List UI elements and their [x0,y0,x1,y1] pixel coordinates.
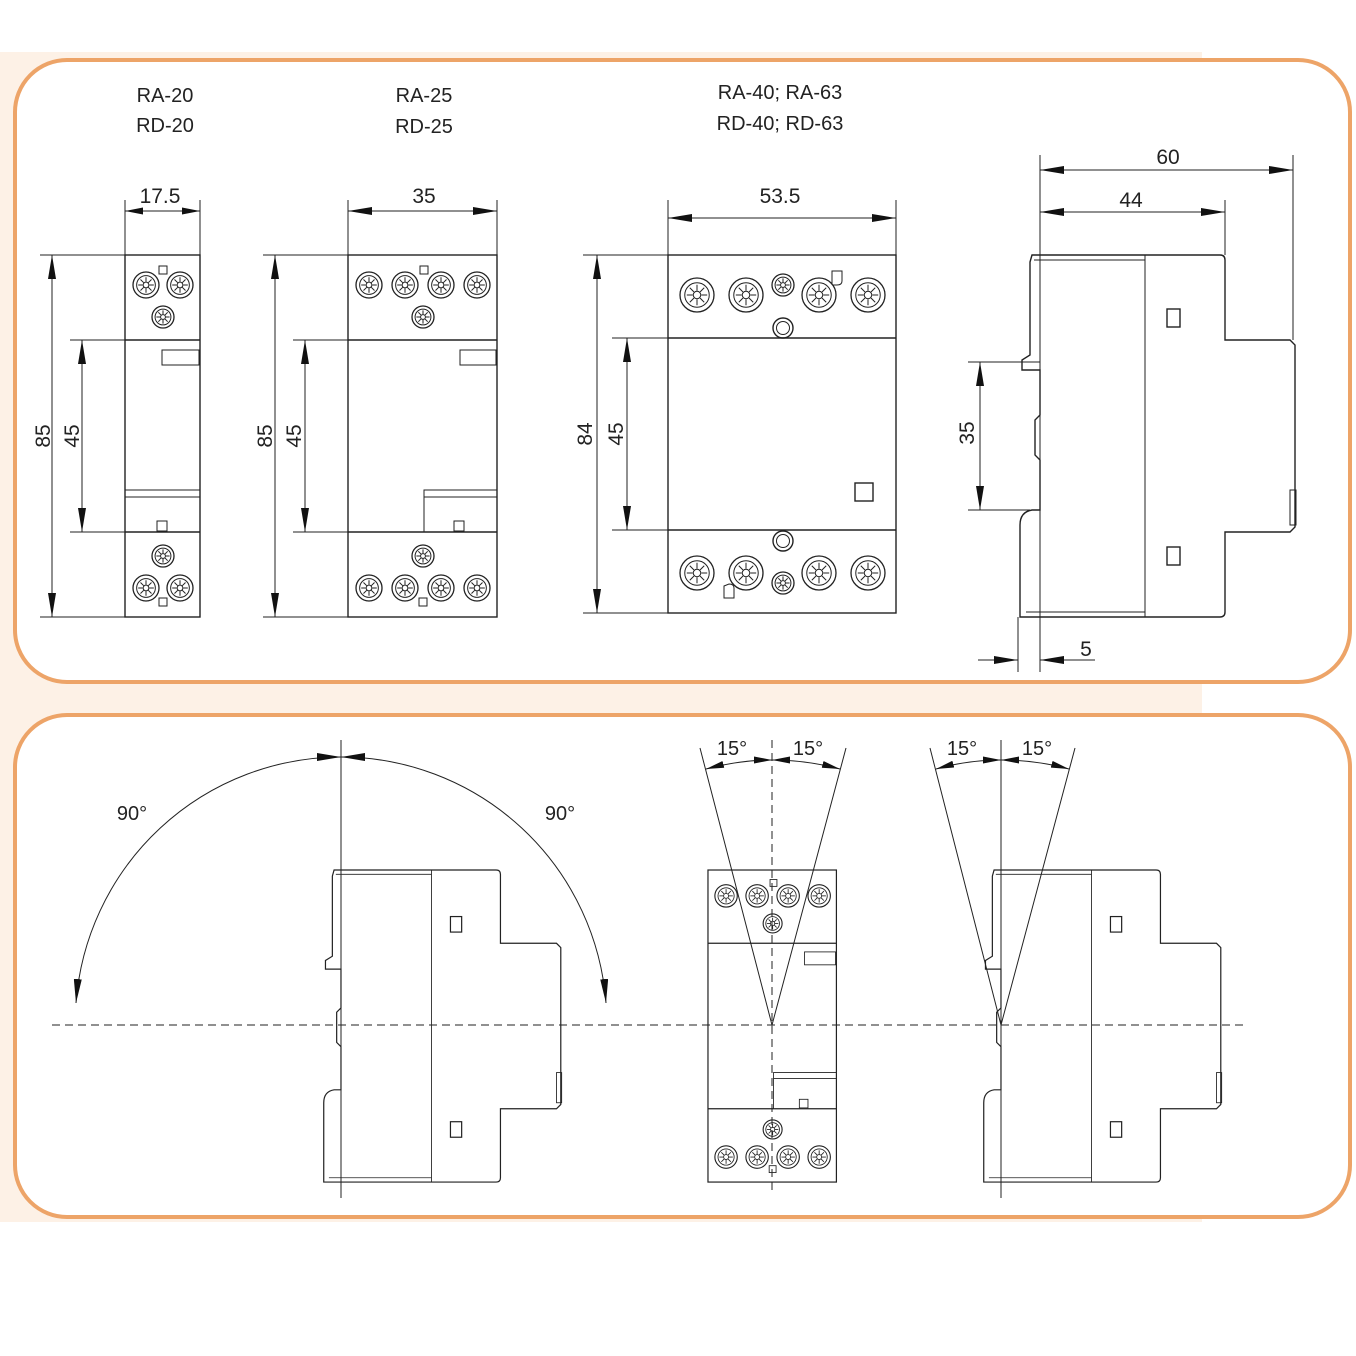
model-label: RA-20 [137,85,194,107]
bottom-panel [13,713,1352,1219]
screw-terminal-icon [427,271,455,299]
model-label: RA-25 [396,85,453,107]
depth-total-dimension: 60 [1156,146,1179,169]
width-dimension: 35 [412,185,435,208]
depth-front-dimension: 44 [1119,189,1143,212]
model-label: RD-25 [395,116,453,138]
screw-terminal-icon [728,277,764,313]
screw-terminal-icon [679,555,715,591]
screw-terminal-icon [132,574,160,602]
screw-terminal-icon [132,271,160,299]
mount-dimension: 45 [605,422,628,445]
height-dimension: 85 [32,424,55,447]
height-dimension: 85 [254,424,277,447]
model-label: RD-20 [136,115,194,137]
tilt-angle: 15° [1022,738,1052,760]
screw-terminal-icon [411,544,435,568]
rotation-arc-right [340,753,609,1004]
screw-terminal-icon [411,305,435,329]
dimensions-side-view [968,155,1294,672]
screw-terminal-icon [151,305,175,329]
dimensions-ra40 [583,200,897,614]
screw-terminal-icon [391,574,419,602]
tilt-angle: 15° [947,738,977,760]
module-ra40-front-view [667,254,897,614]
dimensions-ra25 [263,200,498,618]
screw-terminal-icon [850,277,886,313]
mount-dimension: 45 [283,424,306,447]
screw-terminal-icon [771,273,795,297]
screw-terminal-icon [151,544,175,568]
rail-dimension: 35 [956,421,979,444]
tilt-angle: 15° [793,738,823,760]
width-dimension: 17.5 [140,185,181,208]
rotation-angle-right: 90° [545,803,575,825]
tilt-lines-side [929,747,1076,1027]
screw-terminal-icon [679,277,715,313]
dimensions-ra20 [40,200,201,618]
screw-terminal-icon [391,271,419,299]
screw-terminal-icon [850,555,886,591]
screw-terminal-icon [355,574,383,602]
tilt-angle: 15° [717,738,747,760]
screw-terminal-icon [728,555,764,591]
screw-terminal-icon [801,277,837,313]
height-dimension: 84 [574,422,597,446]
rotation-angle-left: 90° [117,803,147,825]
tilt-lines-front [699,747,847,1027]
model-label: RD-40; RD-63 [717,113,844,135]
model-label: RA-40; RA-63 [718,82,843,104]
mount-dimension: 45 [61,424,84,447]
module-ra25-front-view [347,254,498,618]
screw-terminal-icon [355,271,383,299]
top-panel [13,58,1352,684]
screw-terminal-icon [166,574,194,602]
screw-terminal-icon [771,571,795,595]
screw-terminal-icon [463,574,491,602]
module-ra20-front-view [124,254,201,618]
screw-terminal-icon [166,271,194,299]
offset-dimension: 5 [1080,638,1092,661]
screw-terminal-icon [801,555,837,591]
screw-terminal-icon [427,574,455,602]
width-dimension: 53.5 [760,185,801,208]
rotation-arc-left [73,753,342,1004]
screw-terminal-icon [463,271,491,299]
